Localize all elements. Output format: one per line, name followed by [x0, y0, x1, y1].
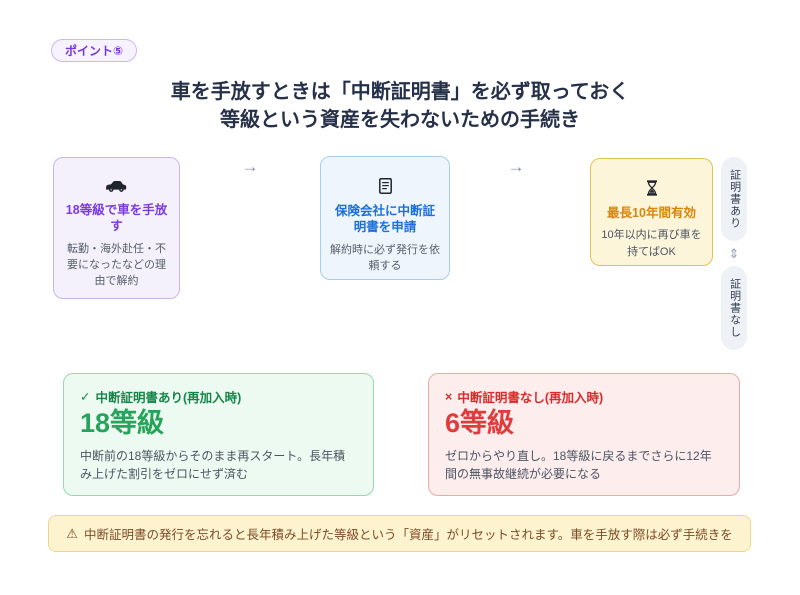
point-badge: ポイント⑤	[51, 39, 138, 62]
flow-arrow-icon: →	[241, 157, 259, 176]
result-card-with-certificate: ✓ 中断証明書あり(再加入時) 18等級 中断前の18等級からそのまま再スタート…	[63, 373, 374, 496]
page-title: 車を手放すときは「中断証明書」を必ず取っておく 等級という資産を失わないための手…	[0, 78, 800, 134]
warning-text: 中断証明書の発行を忘れると長年積み上げた等級という「資産」がリセットされます。車…	[83, 528, 733, 542]
flow-step-desc: 転勤・海外赴任・不要になったなどの理由で解約	[67, 242, 166, 288]
result-grade-value: 6等級	[445, 408, 515, 438]
result-grade-value: 18等級	[80, 408, 165, 438]
result-card-without-certificate: × 中断証明書なし(再加入時) 6等級 ゼロからやり直し。18等級に戻るまでさら…	[428, 373, 740, 496]
point-badge-label: ポイント⑤	[65, 44, 124, 58]
result-desc: ゼロからやり直し。18等級に戻るまでさらに12年間の無事故継続が必要になる	[445, 448, 712, 481]
warning-banner: ⚠ 中断証明書の発行を忘れると長年積み上げた等級という「資産」がリセットされます…	[48, 515, 751, 552]
label-certificate-available: 証明書あり	[721, 157, 747, 241]
up-down-arrow-icon: ⇕	[728, 246, 740, 261]
document-icon	[378, 178, 392, 194]
flow-step-title: 最長10年間有効	[607, 206, 696, 220]
flow-step-release-car: 18等級で車を手放す 転勤・海外赴任・不要になったなどの理由で解約	[53, 157, 180, 299]
flow-step-desc: 10年以内に再び車を持てばOK	[601, 229, 702, 258]
result-header-label: 中断証明書あり(再加入時)	[95, 391, 242, 405]
check-icon: ✓	[80, 390, 91, 404]
flow-step-title: 保険会社に中断証明書を申請	[334, 204, 435, 235]
certificate-state-labels: 証明書あり ⇕ 証明書なし	[720, 157, 748, 350]
cross-icon: ×	[445, 389, 453, 404]
result-desc: 中断前の18等級からそのまま再スタート。長年積み上げた割引をゼロにせず済む	[80, 448, 346, 481]
flow-step-apply-certificate: 保険会社に中断証明書を申請 解約時に必ず発行を依頼する	[320, 156, 450, 280]
result-header: ✓ 中断証明書あり(再加入時)	[80, 387, 357, 406]
hourglass-icon	[645, 180, 659, 196]
page-title-line-1: 車を手放すときは「中断証明書」を必ず取っておく	[170, 81, 630, 103]
flow-arrow-icon: →	[507, 157, 525, 176]
warning-icon: ⚠	[66, 526, 78, 541]
flow-step-desc: 解約時に必ず発行を依頼する	[330, 243, 440, 272]
flow-step-validity-period: 最長10年間有効 10年以内に再び車を持てばOK	[590, 158, 713, 266]
car-icon	[105, 179, 128, 193]
result-header-label: 中断証明書なし(再加入時)	[457, 391, 604, 405]
label-certificate-missing: 証明書なし	[721, 266, 747, 350]
page-title-line-2: 等級という資産を失わないための手続き	[220, 109, 580, 131]
result-header: × 中断証明書なし(再加入時)	[445, 387, 723, 406]
flow-step-title: 18等級で車を手放す	[65, 203, 168, 234]
